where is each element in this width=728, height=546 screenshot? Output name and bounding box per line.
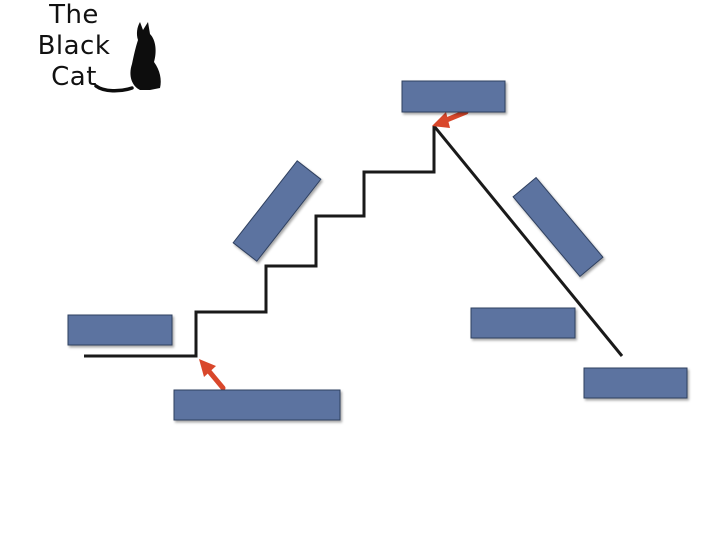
- logo-line-black: Black: [37, 31, 111, 61]
- logo-line-cat: Cat: [51, 62, 97, 92]
- label-box-peak: [401, 80, 506, 113]
- label-box-left-start: [67, 314, 173, 346]
- arrow-to-climax: [432, 109, 469, 128]
- rising-action-stairs-line: [84, 126, 436, 358]
- logo-wordmark: The Black Cat: [34, 0, 114, 93]
- arrow-to-inciting-incident: [199, 359, 226, 391]
- label-box-stairs-diagonal: [232, 160, 322, 262]
- logo-line-the: The: [49, 0, 99, 30]
- falling-action-line: [432, 125, 624, 357]
- label-box-descent-diagonal: [512, 176, 604, 278]
- label-box-right-middle: [470, 307, 576, 339]
- label-box-right-end: [583, 367, 688, 399]
- label-box-bottom-center: [173, 389, 341, 421]
- black-cat-icon: [94, 22, 161, 93]
